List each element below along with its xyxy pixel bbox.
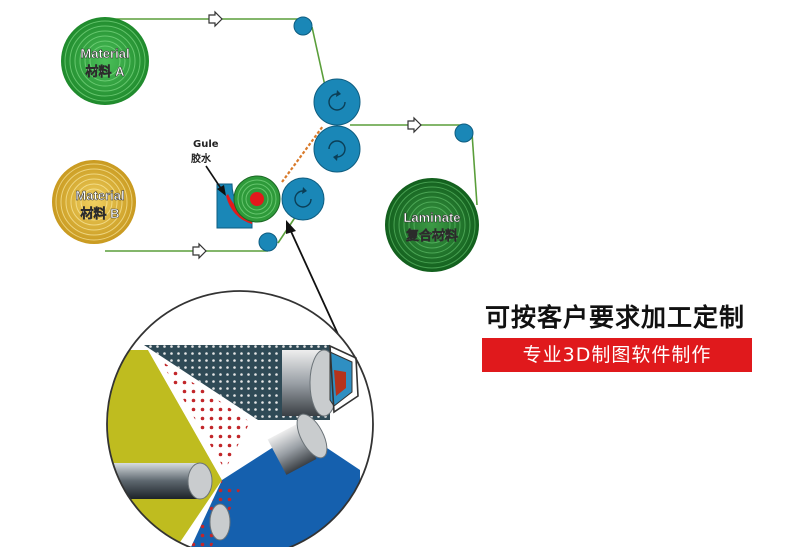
nip-roller-top <box>313 78 361 126</box>
arrow-right-icon <box>208 10 223 28</box>
material-b-label-cn: 材料 B <box>80 206 119 221</box>
glue-label-cn: 胶水 <box>191 152 212 165</box>
transfer-roller <box>281 177 325 221</box>
subbanner: 专业3D制图软件制作 <box>482 338 752 372</box>
material-b-roll: Material 材料 B <box>52 160 136 244</box>
idle-roller <box>293 16 313 36</box>
arrow-right-icon <box>407 116 422 134</box>
idle-roller <box>454 123 474 143</box>
zoom-pointer-arrow <box>288 226 343 344</box>
glue-pointer-arrow <box>205 165 223 191</box>
material-a-label-en: Material <box>80 46 129 61</box>
material-b-label-en: Material <box>75 188 124 203</box>
nip-roller-bottom <box>313 125 361 173</box>
glue-path <box>281 125 324 183</box>
laminate-label-en: Laminate <box>403 210 460 225</box>
idle-roller <box>258 232 278 252</box>
laminate-label-cn: 复合材料 <box>405 228 458 243</box>
rotate-icon <box>294 190 312 208</box>
material-a-roll: Material 材料 A <box>61 17 149 105</box>
detail-zoom-view <box>106 290 374 547</box>
rotate-icon <box>328 140 346 158</box>
lower-cylinder <box>112 463 200 499</box>
material-a-label-cn: 材料 A <box>85 64 125 79</box>
arrow-right-icon <box>192 242 207 260</box>
glue-core <box>250 192 264 206</box>
headline: 可按客户要求加工定制 <box>484 303 745 332</box>
rotate-icon <box>328 93 346 111</box>
laminate-roll: Laminate 复合材料 <box>385 178 479 272</box>
glue-label-en: Gule <box>193 139 219 150</box>
glue-applicator <box>216 175 281 229</box>
